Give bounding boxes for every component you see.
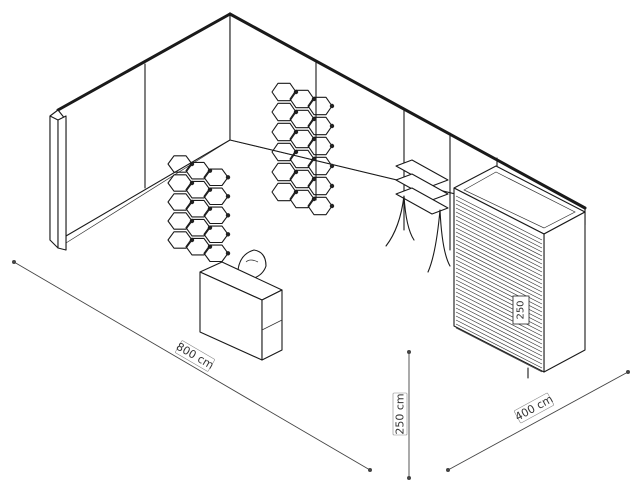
left-end-panel: [49, 109, 67, 251]
hex-shelf-back: [271, 82, 335, 216]
dimension-height: 250 cm: [392, 350, 411, 480]
length-label: 800 cm: [174, 340, 216, 372]
slatted-cabinet: 250: [453, 165, 586, 379]
cabinet-height-label: 250: [516, 300, 527, 319]
hex-shelf-left: [167, 155, 231, 263]
reception-counter: [199, 261, 283, 361]
dimension-length: 800 cm: [12, 260, 372, 472]
wall-shelves: [385, 159, 451, 273]
height-label: 250 cm: [394, 393, 407, 434]
dimension-depth: 400 cm: [446, 370, 630, 472]
back-wall-left: [56, 12, 232, 237]
